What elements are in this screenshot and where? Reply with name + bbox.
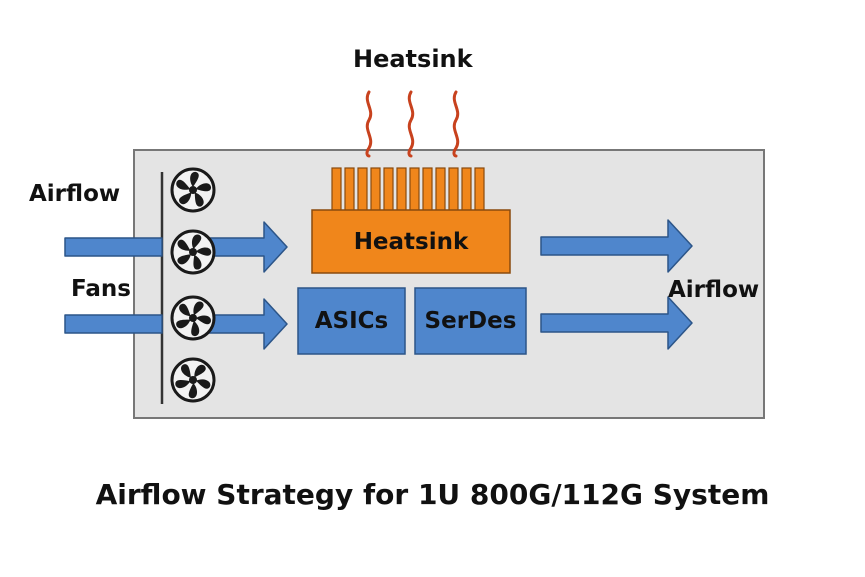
right-arrow-icon	[64, 219, 693, 350]
asics-block	[297, 287, 406, 355]
fan-icon	[170, 229, 216, 275]
inlet-arrow-top	[64, 237, 163, 257]
heatsink-block	[311, 209, 511, 274]
asics-label: ASICs	[314, 308, 389, 334]
fan-icon	[170, 167, 216, 213]
fan-icon	[170, 295, 216, 341]
heat-wave-3	[452, 90, 460, 158]
fan-group	[170, 167, 216, 403]
fans-label: Fans	[71, 276, 131, 302]
heat-wave-1	[365, 90, 373, 158]
serdes-label: SerDes	[424, 308, 517, 334]
outlet-arrow-top	[540, 219, 693, 273]
heatsink-fins	[331, 167, 485, 213]
fan-arrow-bottom	[204, 298, 288, 350]
fan-icon	[170, 357, 216, 403]
heatsink-block-label: Heatsink	[353, 229, 469, 255]
diagram-title: Airflow Strategy for 1U 800G/112G System	[95, 478, 770, 511]
heatsink-top-label: Heatsink	[353, 45, 473, 73]
outlet-arrow-bottom	[540, 296, 693, 350]
inlet-arrow-bottom	[64, 314, 163, 334]
airflow-outlet-label: Airflow	[668, 277, 760, 303]
serdes-block	[414, 287, 527, 355]
heat-wave-2	[407, 90, 415, 158]
airflow-inlet-label: Airflow	[29, 181, 121, 207]
heat-wave-icon	[365, 90, 460, 158]
